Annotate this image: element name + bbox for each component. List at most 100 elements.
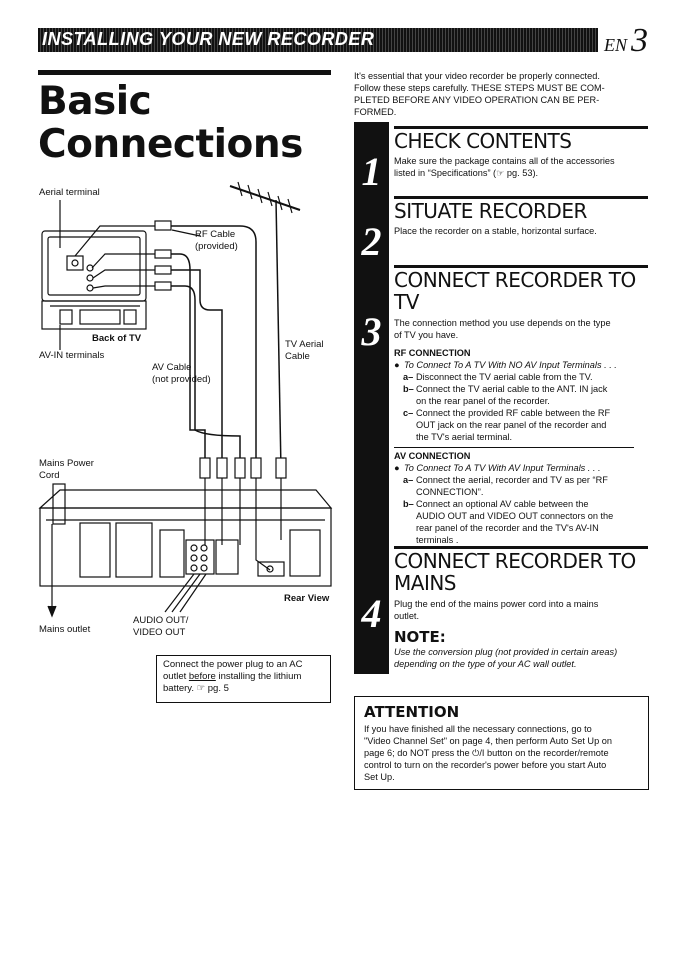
sub-text: Connect the aerial, recorder and TV as p… (416, 475, 608, 485)
step-text: Make sure the package contains all of th… (394, 156, 615, 166)
sub-text: on the rear panel of the recorder. (416, 396, 550, 406)
label-aerial-terminal: Aerial terminal (39, 187, 100, 198)
step-2-heading: SITUATE RECORDER (394, 199, 587, 223)
av-connection-item: ● To Connect To A TV With AV Input Termin… (394, 462, 648, 474)
item-text: To Connect To A TV With AV Input Termina… (404, 463, 601, 473)
sub-text: Connect the TV aerial cable to the ANT. … (416, 384, 608, 394)
label-rear-view: Rear View (284, 593, 330, 604)
intro-line: PLETED BEFORE ANY VIDEO OPERATION CAN BE… (354, 95, 600, 105)
aerial-antenna-icon (229, 185, 301, 211)
step-heading-line: TV (394, 290, 419, 314)
rf-connection-heading: RF CONNECTION (394, 348, 471, 358)
tv-aerial-terminal-icon (66, 255, 84, 271)
step-text: Plug the end of the mains power cord int… (394, 599, 599, 609)
rf-step-c: c–Connect the provided RF cable between … (394, 407, 648, 443)
mains-power-cord-icon (52, 483, 66, 525)
step-1-body: Make sure the package contains all of th… (394, 155, 648, 179)
note-text: installing the lithium (215, 671, 302, 682)
rf-connection-item: ●To Connect To A TV With NO AV Input Ter… (394, 359, 648, 371)
note-text: outlet (163, 671, 189, 682)
power-plug-note-line3: battery. ☞ pg. 5 (163, 683, 229, 694)
sub-text: AUDIO OUT and VIDEO OUT connectors on th… (416, 511, 614, 521)
attention-title: ATTENTION (364, 703, 460, 721)
step-rule (394, 265, 648, 268)
sub-text: rear panel of the recorder and the TV's … (416, 523, 599, 533)
attention-box: ATTENTION If you have finished all the n… (354, 696, 649, 790)
step-rule (394, 196, 648, 199)
sub-letter: a– (403, 372, 414, 382)
label-av-in-terminals: AV-IN terminals (39, 350, 105, 361)
label-av-cable-note: (not provided) (152, 374, 211, 385)
label-rf-cable-note: (provided) (195, 241, 238, 252)
sub-text: Connect an optional AV cable between the (416, 499, 589, 509)
bullet: ● (394, 360, 400, 370)
rf-cable-line (171, 225, 257, 470)
step-1-heading: CHECK CONTENTS (394, 129, 572, 153)
sub-letter: c– (403, 408, 414, 418)
note-text: depending on the type of your AC wall ou… (394, 659, 577, 669)
label-video-out: VIDEO OUT (133, 627, 186, 638)
av-step-b: b–Connect an optional AV cable between t… (394, 498, 648, 546)
step-heading-line: CONNECT RECORDER TO (394, 268, 636, 292)
divider (394, 447, 634, 448)
step-number-bar: 1 2 3 4 (354, 122, 389, 674)
note-title: NOTE: (394, 628, 446, 646)
recorder-rf-jack-icon (257, 561, 285, 577)
tv-stand-icon (41, 300, 147, 330)
sub-letter: b– (403, 499, 414, 509)
section-title: INSTALLING YOUR NEW RECORDER (42, 29, 375, 49)
bullet: ● (394, 463, 400, 473)
label-av-cable: AV Cable (152, 362, 192, 373)
power-plug-note: Connect the power plug to an AC outlet b… (156, 655, 331, 703)
av-step-a: a–Connect the aerial, recorder and TV as… (394, 474, 648, 498)
sub-text: the TV's aerial terminal. (416, 432, 513, 442)
sub-text: Connect the provided RF cable between th… (416, 408, 611, 418)
label-audio-out: AUDIO OUT/ (133, 615, 189, 626)
step-4-body: Plug the end of the mains power cord int… (394, 598, 648, 670)
label-rf-cable: RF Cable (195, 229, 236, 240)
step-number-3: 3 (361, 309, 382, 354)
attention-text: control to turn on the recorder's power … (364, 760, 607, 770)
step-number-4: 4 (361, 591, 382, 636)
step-heading-line: MAINS (394, 571, 457, 595)
sub-letter: b– (403, 384, 414, 394)
recorder-av-out-jack-icon (185, 539, 215, 575)
intro-line: Follow these steps carefully. THESE STEP… (354, 83, 605, 93)
attention-text: "Video Channel Set" on page 4, then perf… (364, 736, 612, 746)
attention-text: If you have finished all the necessary c… (364, 724, 592, 734)
page-title-line2: Connections (38, 122, 303, 167)
step-rule (394, 126, 648, 129)
power-plug-note-line2: outlet before installing the lithium (163, 671, 324, 683)
page-number-value: 3 (631, 22, 649, 59)
label-mains-power-cord: Cord (39, 470, 60, 481)
step-text: The connection method you use depends on… (394, 318, 611, 328)
title-rule (38, 70, 331, 75)
step-text: Place the recorder on a stable, horizont… (394, 226, 597, 236)
sub-text: OUT jack on the rear panel of the record… (416, 420, 607, 430)
label-back-of-tv: Back of TV (92, 333, 142, 344)
step-text: outlet. (394, 611, 420, 621)
note-underlined: before (188, 671, 216, 682)
intro-line: It's essential that your video recorder … (354, 71, 600, 81)
language-label: EN (604, 35, 628, 55)
power-plug-note-line1: Connect the power plug to an AC (163, 659, 303, 670)
sub-text: Disconnect the TV aerial cable from the … (416, 372, 593, 382)
tv-aerial-cable-line (275, 199, 282, 471)
note-text: Use the conversion plug (not provided in… (394, 647, 618, 657)
step-text: of TV you have. (394, 330, 459, 340)
step-text: listed in “Specifications” (☞ pg. 53). (394, 168, 539, 178)
step-number-2: 2 (361, 219, 382, 264)
step-rule (394, 546, 648, 549)
step-3-body: The connection method you use depends on… (394, 317, 648, 546)
tv-body-icon (41, 230, 147, 302)
section-header-band: INSTALLING YOUR NEW RECORDER (38, 28, 598, 52)
tv-av-in-jack-icon (86, 264, 94, 272)
intro-line: FORMED. (354, 107, 397, 117)
av-cable-line (171, 253, 206, 460)
intro-paragraph: It's essential that your video recorder … (354, 70, 644, 118)
av-connection-heading: AV CONNECTION (394, 451, 471, 461)
recorder-body-icon (38, 489, 333, 509)
sub-text: CONNECTION”. (416, 487, 484, 497)
page-title-line1: Basic (38, 79, 152, 124)
attention-text: Set Up. (364, 772, 395, 782)
